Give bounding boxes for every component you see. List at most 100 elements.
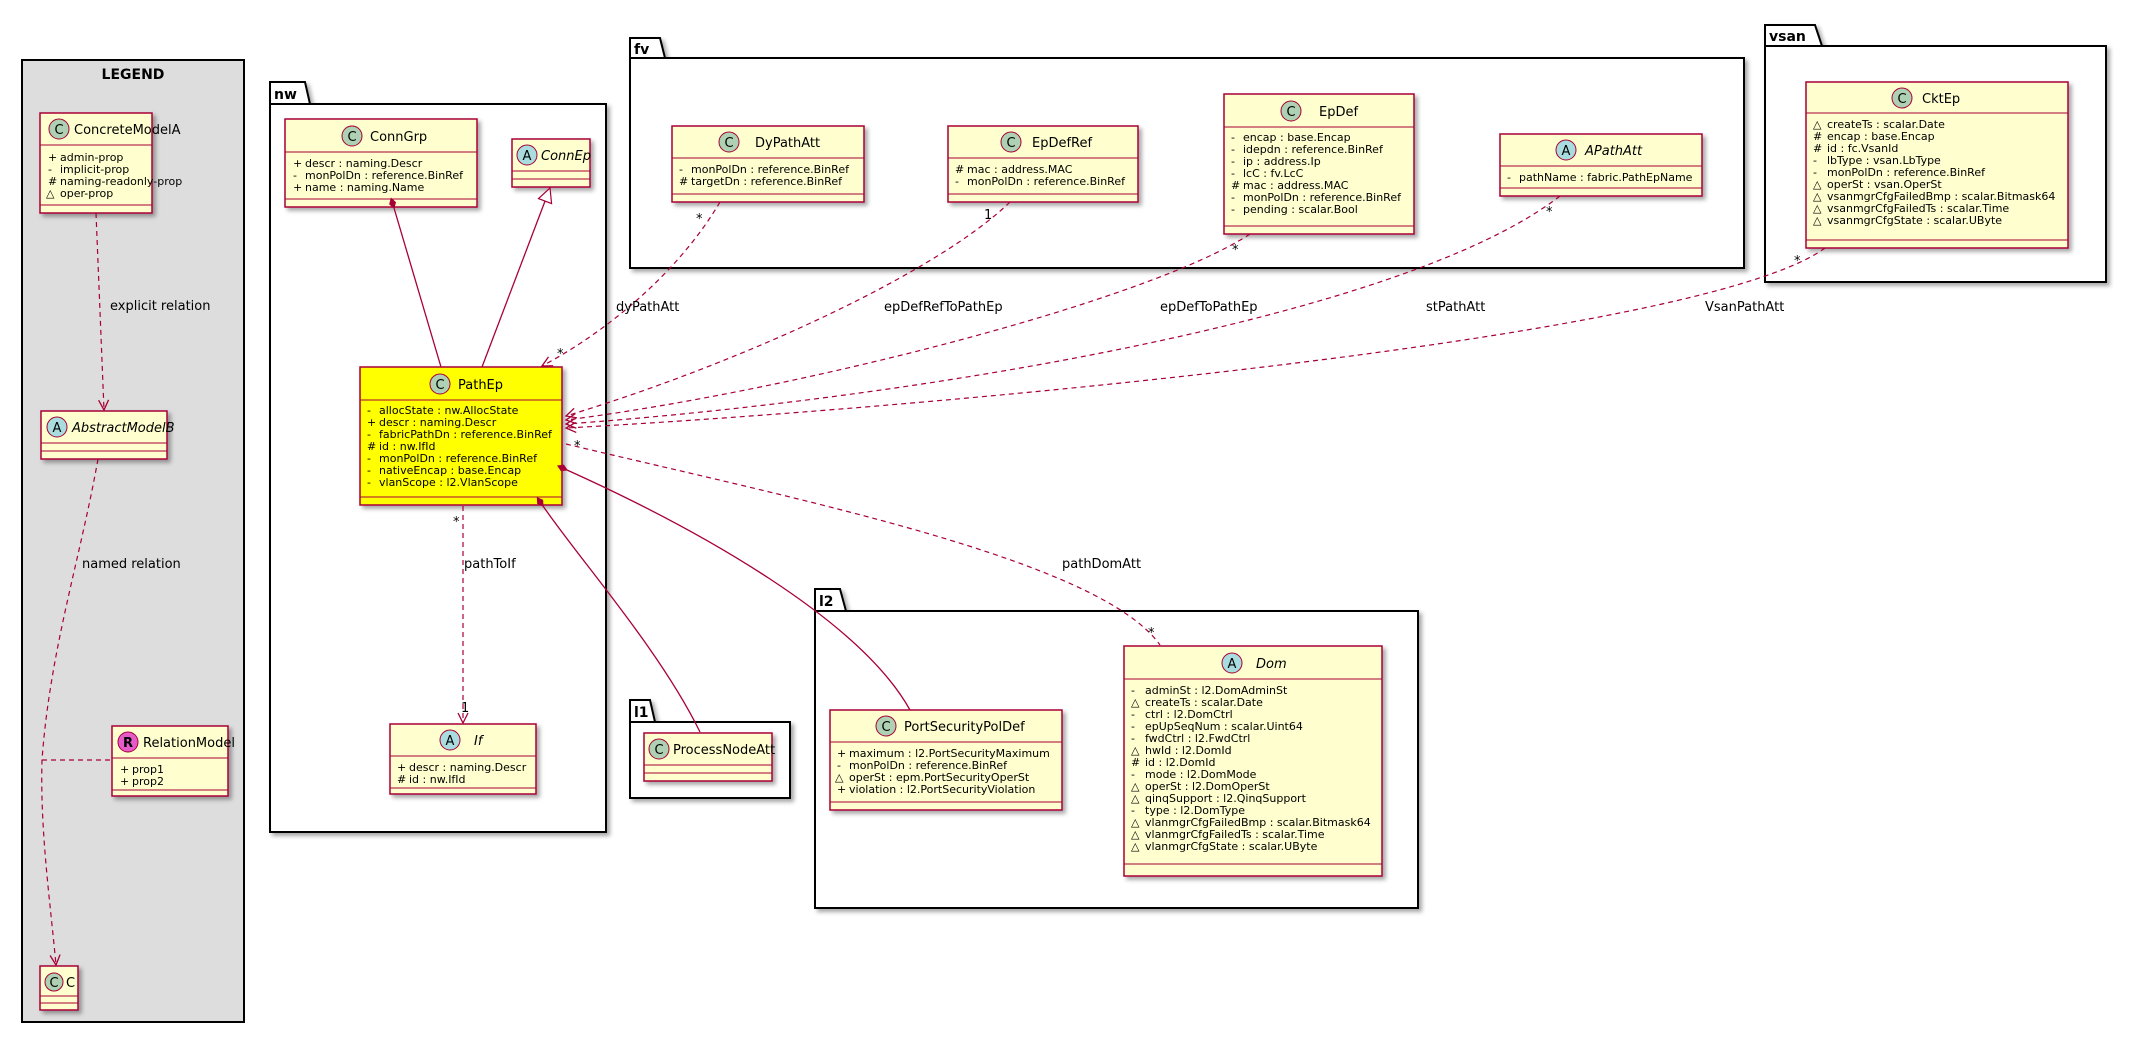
svg-text:-: - xyxy=(1131,804,1135,817)
class-attr: monPolDn : reference.BinRef xyxy=(691,163,850,176)
class-attr: mac : address.MAC xyxy=(1243,179,1349,192)
svg-text:*: * xyxy=(453,515,460,530)
relation-vsanpathatt xyxy=(566,247,1826,428)
relation-epdefreftopathep-label: epDefRefToPathEp xyxy=(884,300,1003,315)
class-attr: hwId : l2.DomId xyxy=(1145,744,1232,757)
svg-text:△: △ xyxy=(1131,828,1140,841)
class-if[interactable] xyxy=(389,723,537,795)
class-c-icon xyxy=(875,715,897,737)
svg-text:#: # xyxy=(955,163,964,176)
legend-abstract-name: AbstractModelB xyxy=(71,421,175,436)
class-a-icon xyxy=(46,416,68,438)
svg-text:A: A xyxy=(53,421,62,436)
class-cktep[interactable] xyxy=(1805,81,2069,249)
svg-text:1: 1 xyxy=(984,208,992,223)
legend-attr: naming-readonly-prop xyxy=(60,175,182,188)
class-attr: encap : base.Encap xyxy=(1243,131,1351,144)
svg-text:C: C xyxy=(724,136,733,151)
svg-text:C: C xyxy=(347,130,356,145)
class-conngrp[interactable] xyxy=(284,118,478,208)
svg-text:△: △ xyxy=(1813,118,1822,131)
svg-text:C: C xyxy=(1006,136,1015,151)
legend-concrete-name: ConcreteModelA xyxy=(74,123,181,138)
svg-text:C: C xyxy=(54,123,63,138)
svg-text:△: △ xyxy=(1131,840,1140,853)
relation-epdefreftopathep xyxy=(566,201,1011,416)
svg-text:-: - xyxy=(1231,191,1235,204)
relation-stpathatt xyxy=(566,195,1561,424)
package-l2-label: l2 xyxy=(819,594,834,610)
svg-text:-: - xyxy=(367,452,371,465)
svg-text:-: - xyxy=(1131,768,1135,781)
svg-text:△: △ xyxy=(835,771,844,784)
class-processnodeatt-name: ProcessNodeAtt xyxy=(673,743,775,758)
class-apathatt[interactable] xyxy=(1499,133,1703,197)
class-attr: ip : address.Ip xyxy=(1243,155,1321,168)
svg-text:△: △ xyxy=(1131,696,1140,709)
class-attr: targetDn : reference.BinRef xyxy=(691,175,843,188)
class-dom[interactable] xyxy=(1123,645,1383,877)
legend-title: LEGEND xyxy=(102,67,165,83)
relation-epdeftopathep xyxy=(566,233,1251,420)
legend-attr: prop1 xyxy=(132,763,164,776)
class-c-icon xyxy=(341,125,363,147)
legend-attr: admin-prop xyxy=(60,151,123,164)
package-fv-label: fv xyxy=(634,42,649,58)
class-conngrp-name: ConnGrp xyxy=(370,130,427,145)
svg-text:C: C xyxy=(435,378,444,393)
package-fv xyxy=(629,37,1745,269)
class-attr: vsanmgrCfgFailedBmp : scalar.Bitmask64 xyxy=(1827,190,2055,203)
class-attr: createTs : scalar.Date xyxy=(1145,696,1263,709)
composition-pathep-processnodeatt xyxy=(536,496,701,733)
svg-text:A: A xyxy=(523,149,532,164)
svg-text:-: - xyxy=(367,464,371,477)
svg-text:+: + xyxy=(837,747,846,760)
class-attr: operSt : epm.PortSecurityOperSt xyxy=(849,771,1030,784)
class-connep-name: ConnEp xyxy=(541,149,591,164)
class-attr: lbType : vsan.LbType xyxy=(1827,154,1941,167)
class-c-icon xyxy=(1891,87,1913,109)
class-c-icon xyxy=(44,972,64,992)
class-r-icon xyxy=(117,731,139,753)
class-attr: id : nw.IfId xyxy=(409,773,466,786)
class-c-icon xyxy=(718,131,740,153)
class-attr: descr : naming.Descr xyxy=(379,416,497,429)
class-attr: descr : naming.Descr xyxy=(305,157,423,170)
relation-epdeftopathep-label: epDefToPathEp xyxy=(1160,300,1258,315)
class-attr: id : nw.IfId xyxy=(379,440,436,453)
class-attr: fabricPathDn : reference.BinRef xyxy=(379,428,553,441)
svg-text:△: △ xyxy=(1131,792,1140,805)
legend-explicit-label: explicit relation xyxy=(110,299,210,314)
class-dypathatt-name: DyPathAtt xyxy=(755,136,820,151)
class-portsecuritypoldef[interactable] xyxy=(829,709,1063,811)
class-dypathatt[interactable] xyxy=(671,125,865,203)
svg-text:#: # xyxy=(679,175,688,188)
class-attr: mac : address.MAC xyxy=(967,163,1073,176)
class-attr: monPolDn : reference.BinRef xyxy=(379,452,538,465)
class-attr: monPolDn : reference.BinRef xyxy=(1243,191,1402,204)
svg-text:△: △ xyxy=(1813,214,1822,227)
svg-text:C: C xyxy=(881,720,890,735)
class-attr: vlanScope : l2.VlanScope xyxy=(379,476,518,489)
svg-text:*: * xyxy=(1148,626,1155,641)
svg-text:-: - xyxy=(1507,171,1511,184)
class-attr: monPolDn : reference.BinRef xyxy=(305,169,464,182)
svg-text:-: - xyxy=(48,163,52,176)
svg-text:△: △ xyxy=(1813,190,1822,203)
svg-text:C: C xyxy=(654,743,663,758)
svg-text:R: R xyxy=(123,736,133,751)
svg-text:*: * xyxy=(696,212,703,227)
class-attr: allocState : nw.AllocState xyxy=(379,404,519,417)
class-epdef[interactable] xyxy=(1223,93,1415,235)
svg-text:△: △ xyxy=(1131,744,1140,757)
svg-text:+: + xyxy=(837,783,846,796)
legend-panel: LEGEND C ConcreteModelA +admin-prop -imp… xyxy=(21,59,245,1023)
svg-text:C: C xyxy=(1897,92,1906,107)
class-epdefref[interactable] xyxy=(947,125,1139,203)
svg-text:#: # xyxy=(1813,130,1822,143)
legend-attr: oper-prop xyxy=(60,187,113,200)
svg-text:C: C xyxy=(49,976,58,991)
svg-text:A: A xyxy=(1562,144,1571,159)
class-pathep[interactable] xyxy=(359,366,563,506)
package-nw-label: nw xyxy=(274,87,297,103)
